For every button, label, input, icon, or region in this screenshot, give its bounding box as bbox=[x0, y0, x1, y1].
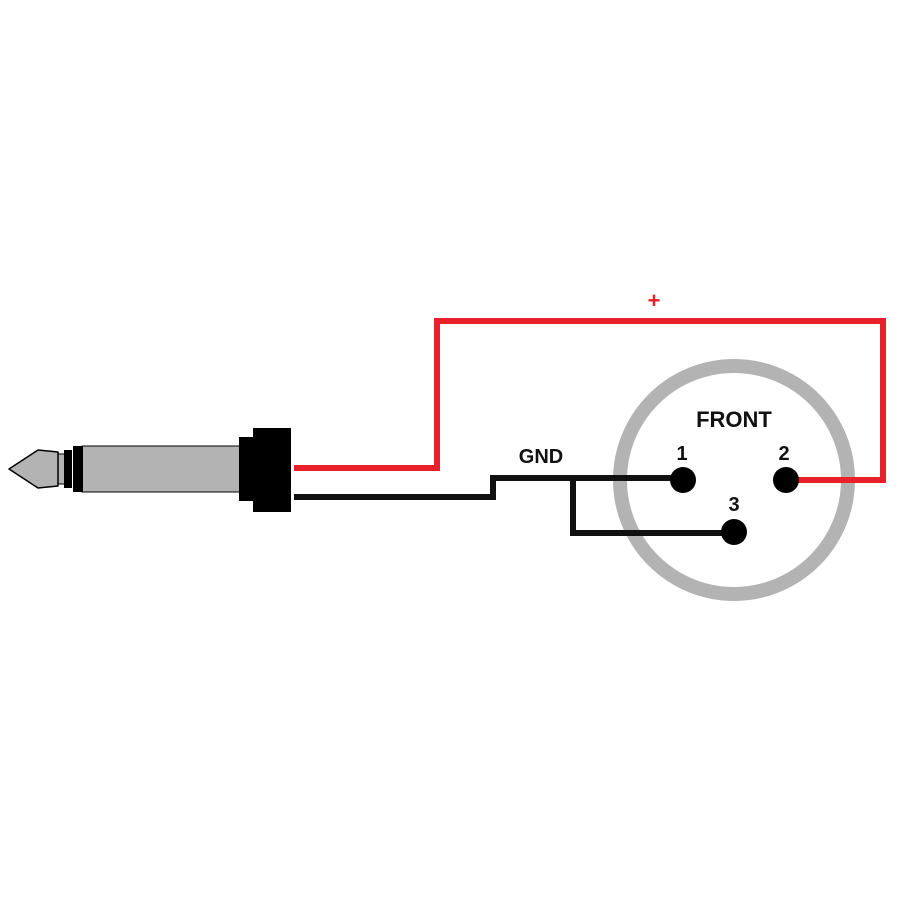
plug-tip bbox=[8, 449, 59, 489]
hot-wire bbox=[294, 318, 886, 483]
plug-collar bbox=[239, 437, 253, 501]
pin-2-label: 2 bbox=[778, 443, 789, 465]
gnd-label: GND bbox=[519, 446, 563, 468]
plug-insulator-ring-1 bbox=[64, 450, 72, 488]
ground-wire bbox=[294, 475, 682, 500]
pin-1 bbox=[670, 467, 696, 493]
plug-sleeve bbox=[81, 445, 241, 493]
ground-jumper bbox=[570, 478, 732, 536]
quarter-inch-plug bbox=[8, 428, 291, 512]
pin-3 bbox=[721, 519, 747, 545]
pin-1-label: 1 bbox=[676, 443, 687, 465]
pin-3-label: 3 bbox=[728, 494, 739, 516]
plug-handle bbox=[253, 428, 291, 512]
pin-2 bbox=[773, 467, 799, 493]
plug-insulator-ring-2 bbox=[73, 446, 83, 492]
front-label: FRONT bbox=[696, 407, 772, 432]
plus-label: + bbox=[648, 288, 661, 313]
